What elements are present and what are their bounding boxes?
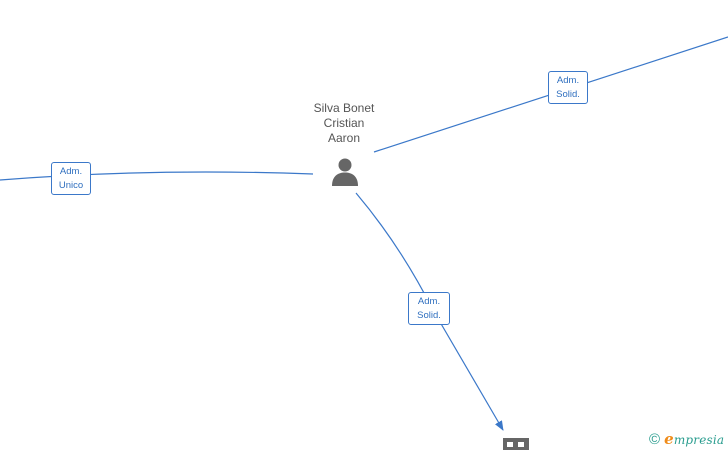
brand-watermark: © empresia xyxy=(649,430,724,448)
brand-name: empresia xyxy=(664,430,724,448)
relation-label-top-right-line-2: Solid. xyxy=(556,89,580,100)
relation-label-top-right-line-1: Adm. xyxy=(556,75,580,86)
building-icon[interactable] xyxy=(503,438,529,450)
brand-name-first-letter: e xyxy=(664,430,674,448)
relation-label-bottom[interactable]: Adm. Solid. xyxy=(408,292,450,325)
relation-label-left-line-1: Adm. xyxy=(59,166,83,177)
relation-label-left-line-2: Unico xyxy=(58,180,84,191)
relation-label-left[interactable]: Adm. Unico xyxy=(51,162,91,195)
person-name-line-2: Cristian xyxy=(323,116,365,130)
relation-label-bottom-line-1: Adm. xyxy=(417,296,441,307)
edge-left xyxy=(0,171,314,181)
person-name-line-3: Aaron xyxy=(327,131,361,145)
person-name-line-1: Silva Bonet xyxy=(313,101,375,115)
copyright-icon: © xyxy=(649,430,661,448)
brand-name-rest: mpresia xyxy=(673,433,725,447)
person-name[interactable]: Silva Bonet Cristian Aaron xyxy=(293,101,395,146)
relation-label-bottom-line-2: Solid. xyxy=(417,310,441,321)
relation-label-top-right[interactable]: Adm. Solid. xyxy=(548,71,588,104)
person-icon[interactable] xyxy=(330,157,360,187)
